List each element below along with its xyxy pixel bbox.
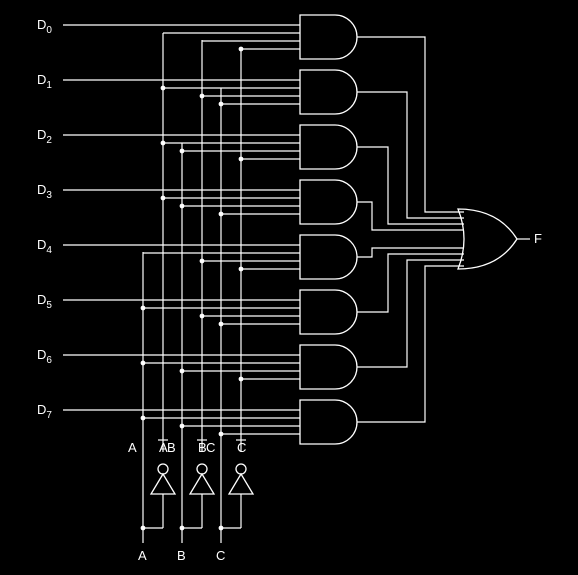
and-to-or-wire	[357, 247, 464, 258]
data-input-label-d1: D1	[37, 72, 52, 91]
junction-dot	[238, 266, 244, 272]
or-gate	[457, 208, 518, 270]
and-to-or-wire	[357, 259, 464, 368]
and-gate	[299, 234, 358, 280]
output-label: F	[534, 231, 542, 246]
subscript: 5	[46, 300, 52, 311]
and-to-or-wire	[357, 253, 464, 313]
junction-dot	[199, 258, 205, 264]
data-input-label-d0: D0	[37, 17, 52, 36]
select-label-A: A	[128, 440, 137, 455]
subscript: 4	[46, 245, 52, 256]
select-input-label-C: C	[216, 548, 225, 563]
subscript: 6	[46, 355, 52, 366]
wires	[63, 24, 530, 543]
subscript: 7	[46, 410, 52, 421]
and-gate	[299, 399, 358, 445]
junction-dot	[199, 93, 205, 99]
data-input-label-d2: D2	[37, 127, 52, 146]
junction-dot	[160, 140, 166, 146]
subscript: 1	[46, 80, 52, 91]
inverter-bubble-A	[157, 463, 169, 475]
inverter-bubble-C	[235, 463, 247, 475]
junction-dot	[160, 195, 166, 201]
and-to-or-wire	[357, 36, 464, 213]
junction-dot	[140, 305, 146, 311]
and-to-or-wire	[357, 91, 464, 219]
select-input-label-A: A	[138, 548, 147, 563]
inverter-B	[188, 472, 216, 495]
junction-dot	[238, 156, 244, 162]
subscript: 3	[46, 190, 52, 201]
and-gate	[299, 289, 358, 335]
data-input-label-d5: D5	[37, 292, 52, 311]
junction-dot	[218, 525, 224, 531]
and-to-or-wire	[357, 146, 464, 225]
and-gate	[299, 124, 358, 170]
select-label-C-complement: C	[237, 440, 246, 455]
subscript: 2	[46, 135, 52, 146]
and-gate	[299, 69, 358, 115]
junction-dot	[199, 313, 205, 319]
junction-dot	[179, 525, 185, 531]
junction-dot	[140, 360, 146, 366]
junction-dot	[140, 415, 146, 421]
inverter-C	[227, 472, 255, 495]
and-to-or-wire	[357, 265, 464, 423]
data-input-label-d4: D4	[37, 237, 52, 256]
inverter-A	[149, 472, 177, 495]
data-input-label-d7: D7	[37, 402, 52, 421]
select-label-C: C	[206, 440, 215, 455]
gates	[149, 14, 518, 495]
junction-dot	[140, 525, 146, 531]
junction-dot	[218, 101, 224, 107]
junction-dot	[179, 368, 185, 374]
junction-dot	[238, 376, 244, 382]
subscript: 0	[46, 25, 52, 36]
data-input-label-d6: D6	[37, 347, 52, 366]
junction-dot	[218, 431, 224, 437]
junction-dot	[179, 423, 185, 429]
and-to-or-wire	[357, 201, 464, 231]
junction-dot	[218, 321, 224, 327]
select-label-A-complement: A	[159, 440, 168, 455]
junction-dot	[160, 85, 166, 91]
junction-dot	[179, 203, 185, 209]
and-gate	[299, 179, 358, 225]
junction-dot	[238, 46, 244, 52]
and-gate	[299, 344, 358, 390]
select-input-label-B: B	[177, 548, 186, 563]
select-label-B: B	[167, 440, 176, 455]
select-label-B-complement: B	[198, 440, 207, 455]
junction-dots	[140, 46, 244, 531]
and-gate	[299, 14, 358, 60]
inverter-bubble-B	[196, 463, 208, 475]
data-input-label-d3: D3	[37, 182, 52, 201]
junction-dot	[218, 211, 224, 217]
junction-dot	[179, 148, 185, 154]
